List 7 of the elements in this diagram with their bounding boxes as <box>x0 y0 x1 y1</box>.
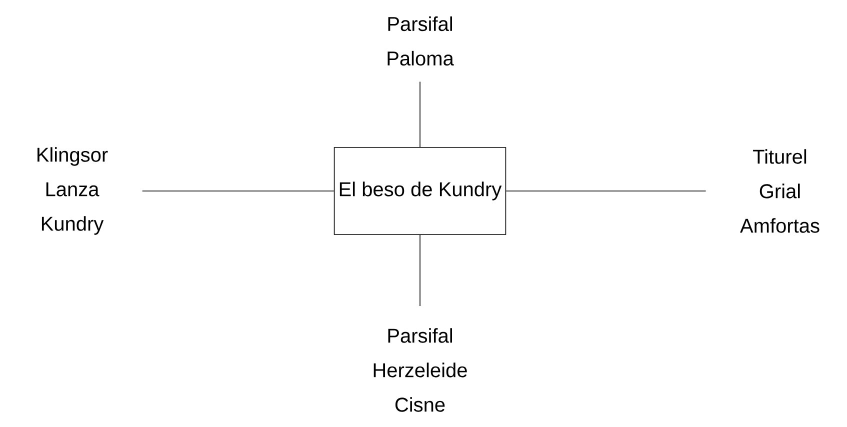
text-label: Klingsor Lanza Kundry <box>38 147 108 235</box>
process-box: El beso de Kundry <box>334 147 506 235</box>
text-label: Parsifal Paloma <box>388 16 454 66</box>
text-label: Titurel Grial Amfortas <box>740 149 820 233</box>
text-label: Parsifal Herzeleide Cisne <box>374 328 467 412</box>
connector-line <box>506 190 706 192</box>
connector-line <box>142 190 334 192</box>
